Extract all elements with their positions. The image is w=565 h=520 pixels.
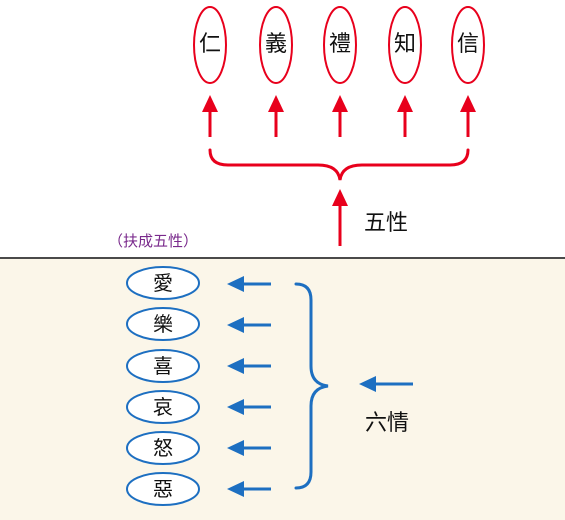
emotion-oval-ai <box>126 266 200 300</box>
up-arrow-ren <box>202 95 218 137</box>
support-note: （扶成五性） <box>108 232 199 250</box>
emotion-oval-nu <box>126 431 200 465</box>
lower-panel <box>0 258 565 520</box>
six-emotions-arrow <box>359 376 413 392</box>
virtue-oval-ren <box>193 6 227 84</box>
emotion-oval-xi <box>126 349 200 383</box>
red-brace <box>208 148 470 181</box>
emotion-oval-le <box>126 307 200 341</box>
up-arrow-zhi <box>397 95 413 137</box>
up-arrow-li <box>332 95 348 137</box>
left-arrow-3 <box>227 358 271 374</box>
left-arrow-1 <box>227 276 271 292</box>
left-arrow-5 <box>227 440 271 456</box>
left-arrow-4 <box>227 399 271 415</box>
emotion-oval-ai2 <box>126 390 200 424</box>
emotion-label-ai: 愛 <box>153 271 173 295</box>
emotion-label-le: 樂 <box>153 312 173 336</box>
virtue-oval-xin <box>451 6 485 84</box>
divider-line <box>0 257 565 259</box>
emotion-label-xi: 喜 <box>153 354 173 378</box>
virtue-label-ren: 仁 <box>198 32 221 57</box>
virtue-label-zhi: 知 <box>393 32 416 57</box>
emotion-oval-wu <box>126 472 200 506</box>
emotion-label-wu: 惡 <box>153 477 173 501</box>
blue-brace <box>294 282 329 490</box>
five-natures-label: 五性 <box>364 211 409 236</box>
up-arrow-xin <box>460 95 476 137</box>
virtue-oval-yi <box>259 6 293 84</box>
up-arrow-yi <box>268 95 284 137</box>
six-emotions-label: 六情 <box>365 411 410 436</box>
virtue-label-li: 禮 <box>328 32 351 57</box>
left-arrow-6 <box>227 481 271 497</box>
virtue-oval-li <box>323 6 357 84</box>
emotion-label-ai2: 哀 <box>153 395 173 419</box>
virtue-label-yi: 義 <box>264 32 287 57</box>
virtue-label-xin: 信 <box>456 32 479 57</box>
emotion-label-nu: 怒 <box>153 436 173 460</box>
virtue-oval-zhi <box>388 6 422 84</box>
left-arrow-2 <box>227 317 271 333</box>
five-natures-arrow <box>332 189 348 246</box>
